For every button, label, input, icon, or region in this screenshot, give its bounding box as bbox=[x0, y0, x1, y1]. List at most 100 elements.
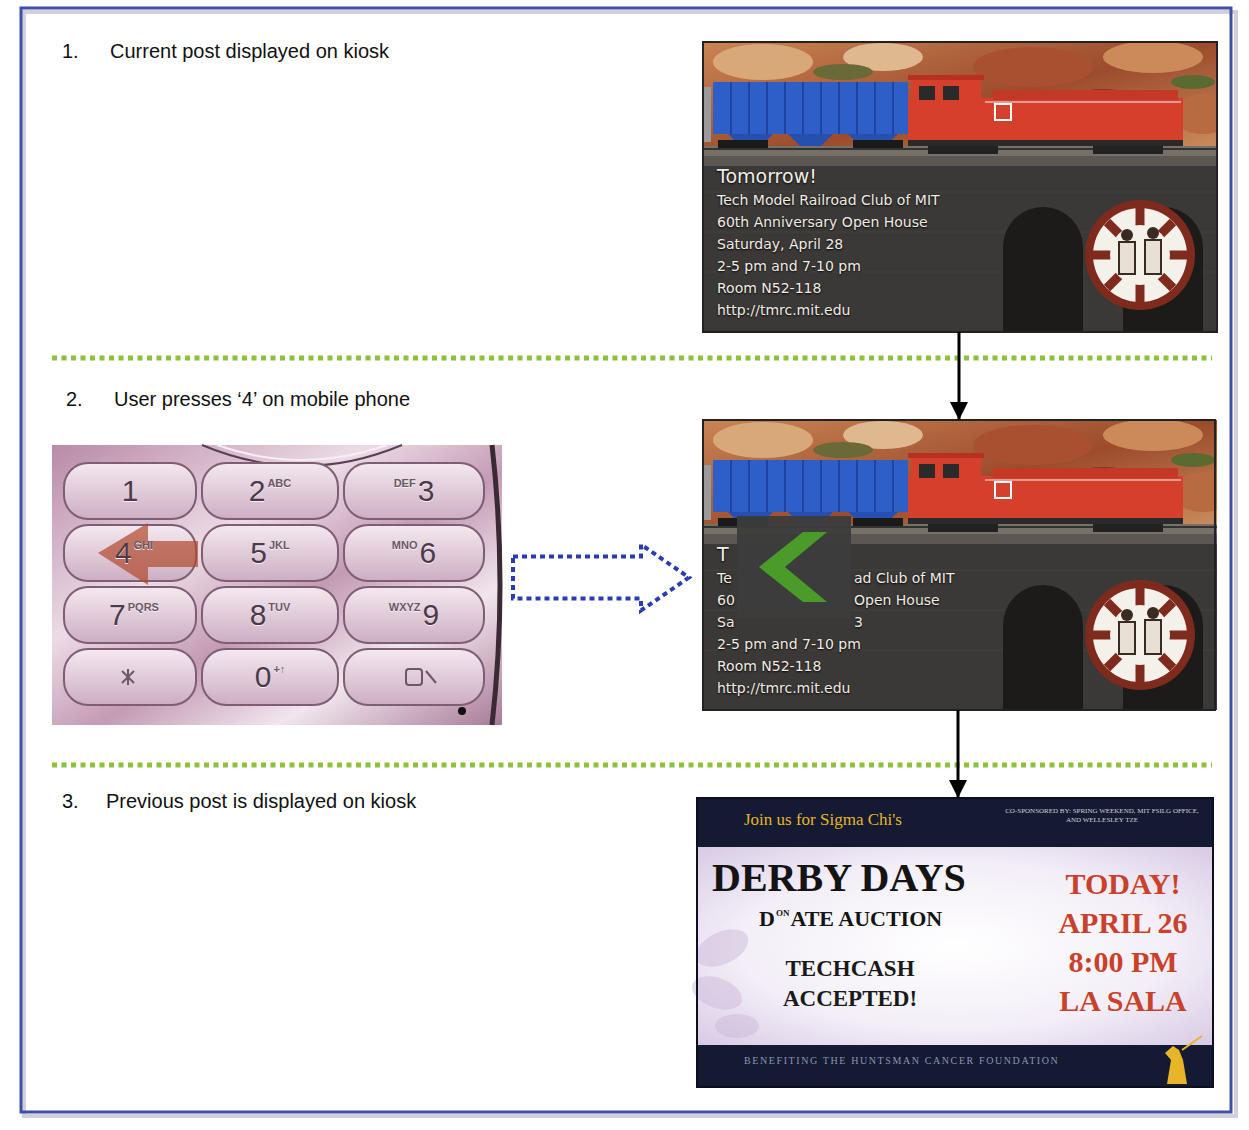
connectors bbox=[513, 332, 959, 798]
kiosk-picture bbox=[1085, 200, 1195, 310]
post-text: Sa bbox=[717, 614, 734, 631]
text-group: T bbox=[717, 543, 729, 566]
key-label: MNO bbox=[392, 540, 418, 551]
key-label: TUV bbox=[268, 602, 290, 613]
key-label: JKL bbox=[269, 540, 290, 551]
post-text: ad Club of MIT bbox=[854, 570, 955, 587]
poster-picture bbox=[687, 798, 1213, 1087]
back-overlay bbox=[737, 516, 851, 618]
key-label: 0 bbox=[255, 662, 272, 692]
text-group: http://tmrc.mit.edu bbox=[717, 680, 850, 697]
phone-picture bbox=[52, 445, 502, 725]
poster-text: Join us for Sigma Chi's bbox=[744, 810, 902, 830]
key-label: WXYZ bbox=[389, 602, 421, 613]
phone-picture bbox=[202, 463, 338, 519]
key-label: 6 bbox=[419, 538, 436, 568]
dotted-separator bbox=[52, 763, 1212, 768]
key-label: 3 bbox=[418, 476, 435, 506]
key-label: 4 bbox=[115, 538, 132, 568]
phone-picture bbox=[344, 587, 484, 643]
text-group: 60th Anniversary Open House bbox=[717, 214, 928, 231]
text-group: CO-SPONSORED BY: SPRING WEEKEND, MIT FSI… bbox=[997, 807, 1207, 825]
text-group: Open House bbox=[854, 592, 940, 609]
text-group: ad Club of MIT bbox=[854, 570, 955, 587]
phone-picture bbox=[344, 463, 484, 519]
step-number: 3. bbox=[62, 790, 79, 813]
phone-picture bbox=[217, 445, 387, 460]
text-group: TODAY! APRIL 26 8:00 PM LA SALA bbox=[1049, 864, 1197, 1020]
phone-picture bbox=[202, 525, 338, 581]
post-text: 60th Anniversary Open House bbox=[717, 214, 928, 231]
poster-picture bbox=[697, 798, 1213, 1087]
phone-picture bbox=[202, 649, 338, 705]
post-text: Tech Model Railroad Club of MIT bbox=[717, 192, 940, 209]
poster-text: ON bbox=[776, 908, 790, 918]
phone-picture bbox=[202, 587, 338, 643]
post-text: Room N52-118 bbox=[717, 658, 821, 675]
text-group: WXYZ9 bbox=[389, 600, 439, 630]
flow-arrow bbox=[958, 332, 961, 420]
post-text: T bbox=[717, 543, 729, 566]
text-group: Room N52-118 bbox=[717, 280, 821, 297]
post-text: 2-5 pm and 7-10 pm bbox=[717, 258, 861, 275]
text-group: Sa bbox=[717, 614, 734, 631]
poster-picture bbox=[1165, 1046, 1187, 1084]
step-caption: Previous post is displayed on kiosk bbox=[106, 790, 416, 813]
hash-symbol bbox=[406, 669, 422, 685]
poster-text: ATE AUCTION bbox=[790, 906, 942, 931]
kiosk-picture bbox=[693, 41, 1233, 332]
text-group: 60 bbox=[717, 592, 735, 609]
text-group: TECHCASH ACCEPTED! bbox=[760, 954, 940, 1014]
poster-picture bbox=[690, 922, 754, 975]
text-group: DONATE AUCTION bbox=[759, 906, 942, 931]
dotted-separator bbox=[52, 356, 1212, 361]
post-text: http://tmrc.mit.edu bbox=[717, 302, 850, 319]
text-group: 1 bbox=[122, 476, 139, 506]
kiosk-picture bbox=[703, 420, 1215, 710]
poster-picture bbox=[687, 922, 759, 1038]
text-group: 0+↑ bbox=[255, 662, 286, 692]
key-label: ABC bbox=[267, 478, 291, 489]
text-group: BENEFITING THE HUNTSMAN CANCER FOUNDATIO… bbox=[744, 1055, 1059, 1067]
step-number: 2. bbox=[66, 388, 83, 411]
kiosk-post: TTead Club of MIT60Open HouseSa32-5 pm a… bbox=[703, 420, 1215, 710]
frame bbox=[21, 8, 1236, 1116]
phone-picture bbox=[458, 707, 466, 715]
key-label: 5 bbox=[250, 538, 267, 568]
hash-symbol bbox=[406, 669, 436, 685]
poster-picture bbox=[697, 847, 1213, 1045]
text-group: Room N52-118 bbox=[717, 658, 821, 675]
key-label: 8 bbox=[250, 600, 267, 630]
kiosk-post: Tomorrow! Tech Model Railroad Club of MIT… bbox=[703, 42, 1217, 332]
poster-text: BENEFITING THE HUNTSMAN CANCER FOUNDATIO… bbox=[744, 1055, 1059, 1067]
poster-text: TECHCASH ACCEPTED! bbox=[760, 954, 940, 1014]
press-arrow bbox=[98, 523, 198, 585]
kiosk-post: Join us for Sigma Chi's CO-SPONSORED BY: … bbox=[697, 798, 1213, 1087]
text-group: DERBY DAYS bbox=[712, 858, 966, 898]
phone-picture bbox=[64, 463, 196, 519]
back-chevron bbox=[759, 532, 827, 602]
text-group: 3 bbox=[854, 614, 863, 631]
post-text: Saturday, April 28 bbox=[717, 236, 843, 253]
key-label: 1 bbox=[122, 476, 139, 506]
key-label: 9 bbox=[423, 600, 440, 630]
key-label: 2 bbox=[249, 476, 266, 506]
poster-picture bbox=[715, 1014, 759, 1038]
text-group: Te bbox=[717, 570, 732, 587]
post-text: Room N52-118 bbox=[717, 280, 821, 297]
kiosk-picture bbox=[693, 419, 1233, 710]
hash-symbol bbox=[426, 671, 436, 683]
post-text: Open House bbox=[854, 592, 940, 609]
post-text: Tomorrow! bbox=[717, 165, 817, 188]
kiosk-picture bbox=[703, 42, 1217, 332]
poster-text: DERBY DAYS bbox=[712, 858, 966, 898]
step-caption: Current post displayed on kiosk bbox=[110, 40, 389, 63]
text-group: 4GHI bbox=[115, 538, 153, 568]
text-group: Tomorrow! bbox=[717, 165, 817, 188]
step-number: 1. bbox=[62, 40, 79, 63]
key-label: DEF bbox=[394, 478, 416, 489]
dashed-arrow bbox=[513, 545, 689, 611]
key-label: 7 bbox=[109, 600, 126, 630]
poster-text: CO-SPONSORED BY: SPRING WEEKEND, MIT FSI… bbox=[997, 807, 1207, 825]
